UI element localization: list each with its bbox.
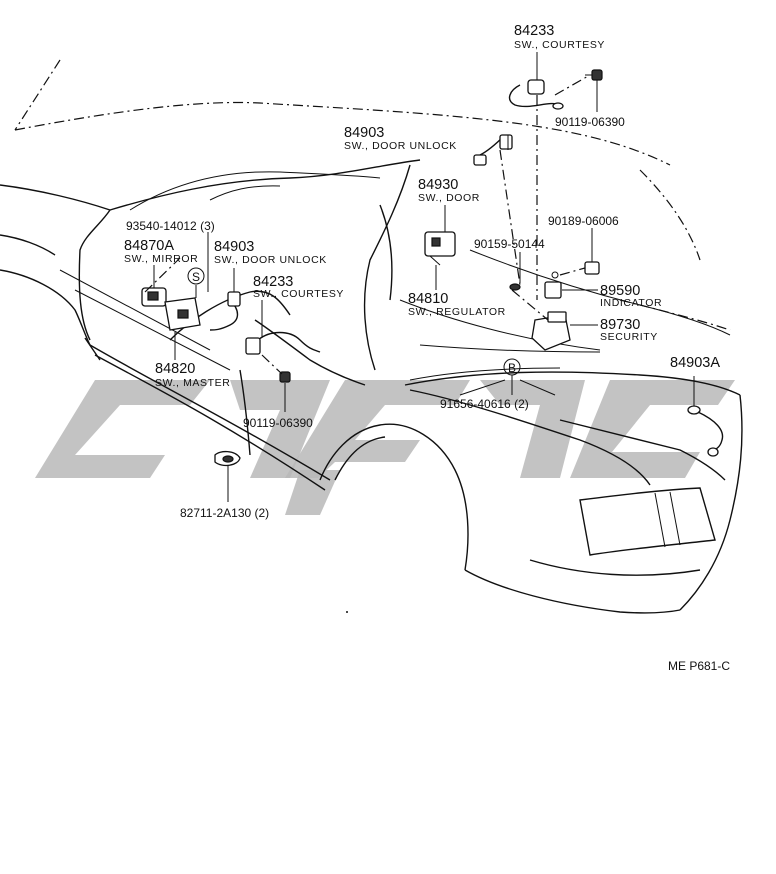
marker-b-letter: B: [508, 361, 516, 375]
part-description: SW., DOOR UNLOCK: [214, 254, 327, 266]
part-number: 84870A: [124, 238, 174, 254]
leader-lines: [144, 52, 695, 502]
callout-84820: 84820 SW., MASTER: [155, 361, 230, 389]
part-number: 84930: [418, 177, 458, 193]
part-description: SW., COURTESY: [514, 39, 605, 51]
part-number: 90189-06006: [548, 214, 619, 228]
part-number: 91656-40616 (2): [440, 397, 529, 411]
screw-90159-part: [509, 283, 521, 291]
part-number: 84903A: [670, 355, 720, 371]
marker-s: S: [187, 267, 205, 285]
part-description: SW., DOOR UNLOCK: [344, 140, 457, 152]
callout-84810: 84810 SW., REGULATOR: [408, 291, 506, 318]
callout-90159: 90159-50144: [474, 237, 545, 251]
callout-84233-mid: 84233 SW., COURTESY: [253, 274, 344, 300]
part-number: 93540-14012 (3): [126, 219, 215, 233]
clip-90189-part: [584, 261, 600, 275]
courtesy-switch-mid-part: [245, 331, 321, 355]
callout-84930: 84930 SW., DOOR: [418, 177, 480, 204]
callout-91656: 91656-40616 (2): [440, 397, 529, 411]
callout-90119-top: 90119-06390: [555, 115, 625, 129]
courtesy-switch-top-part: [508, 79, 564, 110]
security-part: [531, 311, 571, 351]
screw-top-part: [585, 69, 603, 81]
callout-89730: 89730 SECURITY: [600, 317, 658, 343]
part-description: SW., MIRROR: [124, 253, 198, 265]
door-unlock-84903A-part: [687, 405, 724, 457]
callout-84903-top: 84903 SW., DOOR UNLOCK: [344, 125, 457, 152]
part-number: 82711-2A130 (2): [180, 506, 269, 520]
part-number: 90159-50144: [474, 237, 545, 251]
door-switch-part: [424, 231, 456, 266]
part-number: 90119-06390: [243, 416, 313, 430]
part-number: 89730: [600, 317, 640, 333]
stray-dot: [346, 611, 348, 613]
part-number: 89590: [600, 283, 640, 299]
part-description: SECURITY: [600, 331, 658, 343]
part-number: 84903: [344, 125, 384, 141]
part-number: 90119-06390: [555, 115, 625, 129]
part-description: SW., REGULATOR: [408, 306, 506, 318]
callout-82711: 82711-2A130 (2): [180, 506, 269, 520]
part-number: 84233: [253, 274, 293, 290]
part-number: 84810: [408, 291, 448, 307]
callout-90119-mid: 90119-06390: [243, 416, 313, 430]
car-body-outline: [0, 59, 743, 614]
part-number: 84233: [514, 23, 554, 39]
marker-s-letter: S: [192, 270, 200, 284]
callout-84233-top: 84233 SW., COURTESY: [514, 23, 605, 51]
diagram-code: ME P681-C: [668, 659, 730, 673]
screw-mid-part: [279, 371, 291, 383]
part-number: 84820: [155, 361, 195, 377]
part-number: 84903: [214, 239, 254, 255]
callout-84903A: 84903A: [670, 355, 720, 371]
grommet-82711-part: [214, 450, 241, 467]
callout-84870A: 84870A SW., MIRROR: [124, 238, 198, 265]
door-unlock-switch-mid-part: [209, 291, 241, 331]
callout-90189: 90189-06006: [548, 214, 619, 228]
master-switch-part: [164, 297, 201, 331]
part-description: INDICATOR: [600, 297, 662, 309]
part-description: SW., MASTER: [155, 377, 230, 389]
indicator-part: [544, 271, 562, 299]
callout-84903-mid: 84903 SW., DOOR UNLOCK: [214, 239, 327, 266]
callout-93540: 93540-14012 (3): [126, 219, 215, 233]
door-unlock-switch-top-part: [473, 134, 513, 166]
part-description: SW., COURTESY: [253, 288, 344, 300]
marker-b: B: [503, 358, 521, 376]
part-description: SW., DOOR: [418, 192, 480, 204]
callout-89590: 89590 INDICATOR: [600, 283, 662, 309]
